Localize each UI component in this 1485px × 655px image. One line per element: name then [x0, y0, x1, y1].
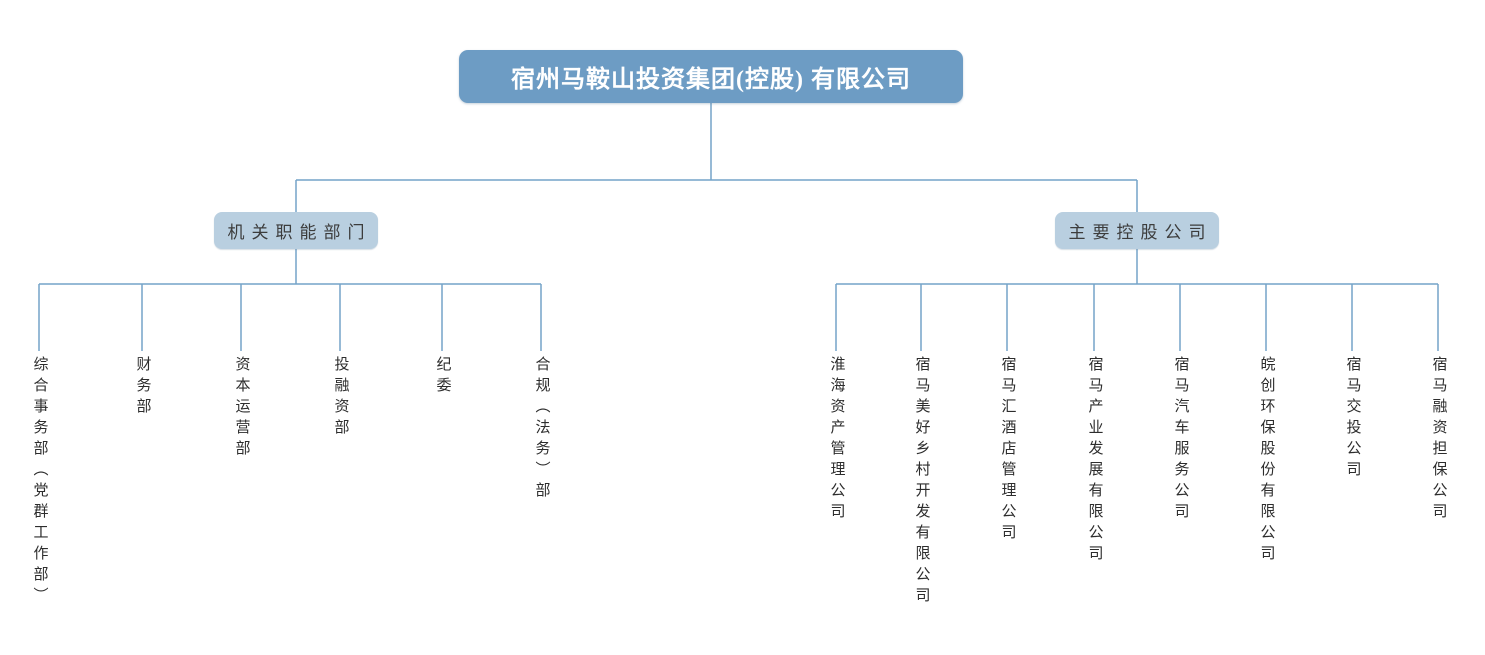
branch-node-companies-label: 主要控股公司 [1068, 223, 1213, 242]
company-label-hotel-mgmt: 宿马汇酒店管理公司 [999, 356, 1016, 545]
root-node-label: 宿州马鞍山投资集团(控股) 有限公司 [511, 67, 911, 93]
dept-label-discipline: 纪委 [434, 356, 451, 398]
company-label-financing-guarantee: 宿马融资担保公司 [1430, 356, 1447, 524]
dept-label-general-affairs: 综合事务部（党群工作部） [31, 356, 48, 608]
branch-node-companies: 主要控股公司 [1055, 212, 1219, 249]
company-label-village-dev: 宿马美好乡村开发有限公司 [913, 356, 930, 608]
company-label-auto-service: 宿马汽车服务公司 [1172, 356, 1189, 524]
dept-label-capital-ops: 资本运营部 [233, 356, 250, 461]
dept-label-investment: 投融资部 [332, 356, 349, 440]
company-label-huaihai-asset: 淮海资产管理公司 [828, 356, 845, 524]
branch-node-departments: 机关职能部门 [214, 212, 378, 249]
dept-label-finance: 财务部 [134, 356, 151, 419]
branch-node-departments-label: 机关职能部门 [227, 223, 372, 242]
dept-label-compliance: 合规（法务）部 [533, 356, 550, 503]
company-label-industry-dev: 宿马产业发展有限公司 [1086, 356, 1103, 566]
root-node: 宿州马鞍山投资集团(控股) 有限公司 [459, 50, 963, 103]
company-label-transport-invest: 宿马交投公司 [1344, 356, 1361, 482]
company-label-environmental: 皖创环保股份有限公司 [1258, 356, 1275, 566]
